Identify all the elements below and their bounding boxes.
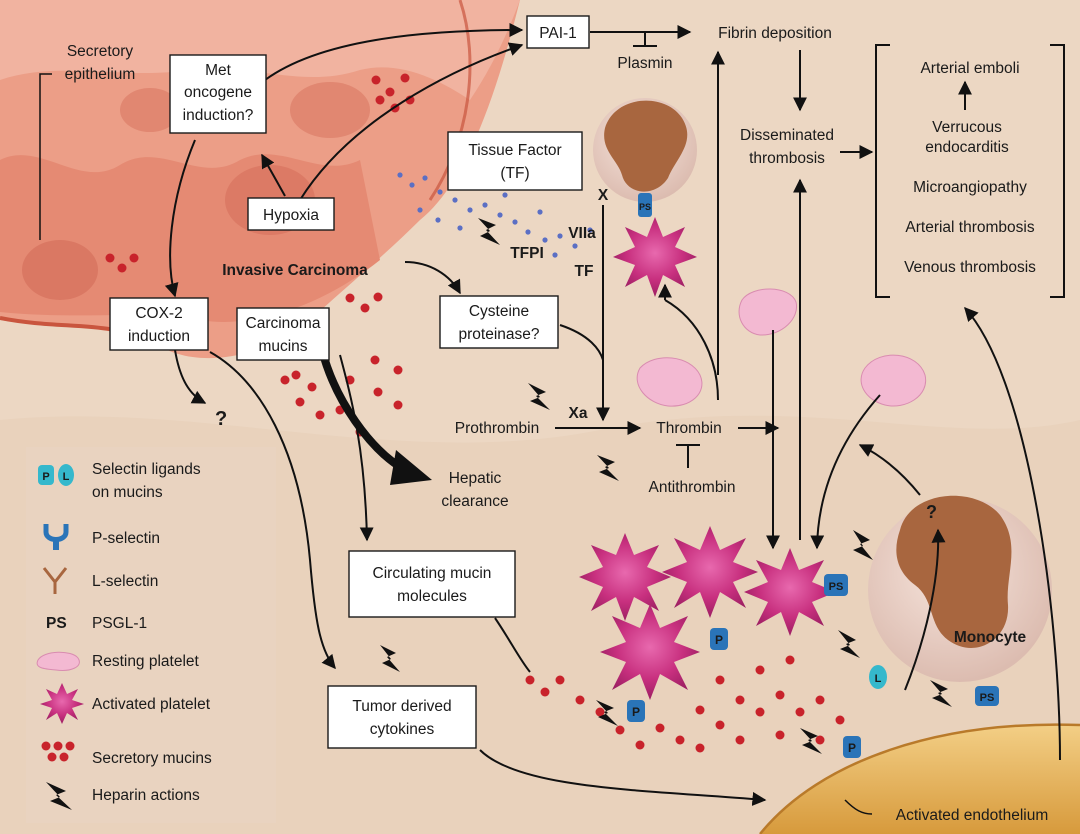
svg-text:PS: PS: [829, 581, 844, 593]
svg-text:P: P: [632, 705, 640, 719]
activated-platelets: [579, 217, 836, 700]
tfpi-label: TFPI: [510, 245, 544, 262]
svg-text:L: L: [63, 471, 70, 483]
activated-endothelium-shape: [760, 724, 1080, 834]
met-oncogene-box: Met oncogene induction?: [169, 54, 267, 134]
svg-text:Tumor derived: Tumor derived: [352, 698, 451, 715]
svg-text:Hypoxia: Hypoxia: [263, 207, 319, 224]
svg-text:induction?: induction?: [183, 107, 254, 124]
activated-endothelium-label: Activated endothelium: [844, 799, 1049, 824]
svg-text:(TF): (TF): [500, 165, 529, 182]
legend-label: Selectin ligands: [92, 461, 201, 478]
activated-platelet-icon: [40, 683, 84, 724]
svg-text:P: P: [715, 633, 723, 647]
l-selectin-icon: [42, 567, 68, 594]
unknown-outcome-mark: ?: [215, 408, 227, 430]
svg-text:molecules: molecules: [397, 588, 467, 605]
svg-text:clearance: clearance: [441, 493, 508, 510]
svg-text:epithelium: epithelium: [65, 66, 136, 83]
hepatic-clearance-label: Hepatic clearance: [441, 470, 508, 510]
svg-text:oncogene: oncogene: [184, 84, 252, 101]
tumor-cytokines-box: Tumor derived cytokines: [327, 685, 477, 749]
legend: P L Selectin ligands on mucins P-selecti…: [26, 447, 276, 823]
svg-text:P: P: [42, 471, 49, 483]
secretory-epithelium-label: Secretory epithelium: [39, 43, 136, 240]
outcomes-list: Arterial emboli Verrucous endocarditis M…: [904, 60, 1036, 276]
tf-label: TF: [575, 263, 594, 280]
outcome-item: Arterial thrombosis: [905, 219, 1034, 236]
outcome-item: endocarditis: [925, 139, 1009, 156]
carcinoma-mucins-box: Carcinoma mucins: [236, 307, 330, 361]
resting-platelet-icon: [36, 651, 80, 671]
tissue-factor-box: Tissue Factor (TF): [447, 131, 583, 191]
legend-label: Activated platelet: [92, 696, 211, 713]
svg-text:induction: induction: [128, 328, 190, 345]
legend-label: P-selectin: [92, 530, 160, 547]
svg-text:PAI-1: PAI-1: [539, 25, 577, 42]
invasive-carcinoma-label: Invasive Carcinoma: [222, 262, 368, 279]
selectin-ligand-icon: P L: [38, 464, 74, 486]
outcome-bracket: [875, 44, 1065, 298]
legend-label: L-selectin: [92, 573, 158, 590]
svg-text:proteinase?: proteinase?: [458, 326, 539, 343]
legend-label: Secretory mucins: [92, 750, 212, 767]
svg-text:Activated endothelium: Activated endothelium: [896, 807, 1049, 824]
pai1-box: PAI-1: [526, 15, 590, 49]
svg-text:Cysteine: Cysteine: [469, 303, 529, 320]
xa-label: Xa: [569, 405, 588, 422]
legend-label: Heparin actions: [92, 787, 200, 804]
psgl1-icon: PS: [46, 615, 67, 632]
svg-text:Carcinoma: Carcinoma: [246, 315, 321, 332]
svg-text:PS: PS: [639, 202, 651, 212]
outcome-item: Arterial emboli: [920, 60, 1019, 77]
outcome-item: Microangiopathy: [913, 179, 1027, 196]
outcome-item: Verrucous: [932, 119, 1002, 136]
fibrin-deposition-label: Fibrin deposition: [718, 25, 832, 42]
disseminated-thrombosis-label: Disseminated thrombosis: [740, 127, 834, 167]
cysteine-proteinase-box: Cysteine proteinase?: [439, 295, 559, 349]
hypoxia-box: Hypoxia: [247, 197, 335, 231]
outcome-item: Venous thrombosis: [904, 259, 1036, 276]
monocyte-cell: [868, 495, 1052, 682]
svg-text:P: P: [848, 741, 856, 755]
monocyte-question-mark: ?: [926, 502, 937, 522]
cox2-box: COX-2 induction: [109, 297, 209, 351]
legend-label: on mucins: [92, 484, 163, 501]
pathway-arrows: [164, 23, 1061, 806]
factor-x-label: X: [598, 187, 609, 204]
circulating-mucin-box: Circulating mucin molecules: [348, 550, 516, 618]
monocyte-label: Monocyte: [954, 629, 1027, 646]
svg-text:Secretory: Secretory: [67, 43, 134, 60]
p-selectin-icon: [43, 524, 69, 550]
thrombin-label: Thrombin: [656, 420, 721, 437]
secretory-mucins-dots: [105, 73, 845, 753]
svg-text:mucins: mucins: [258, 338, 307, 355]
viia-label: VIIa: [568, 225, 596, 242]
heparin-action-icon: [46, 782, 72, 810]
antithrombin-label: Antithrombin: [648, 479, 735, 496]
svg-text:L: L: [875, 673, 882, 685]
svg-text:cytokines: cytokines: [370, 721, 435, 738]
legend-label: Resting platelet: [92, 653, 200, 670]
heparin-bolts: [380, 218, 952, 754]
svg-text:COX-2: COX-2: [135, 305, 182, 322]
svg-text:Hepatic: Hepatic: [449, 470, 502, 487]
secretory-mucins-icon: [41, 741, 75, 762]
monocyte-top: [593, 98, 697, 202]
selectin-markers: P P P L PS PS PS: [627, 193, 999, 758]
svg-text:Met: Met: [205, 62, 232, 79]
svg-text:thrombosis: thrombosis: [749, 150, 825, 167]
svg-text:Tissue Factor: Tissue Factor: [468, 142, 561, 159]
resting-platelets: [636, 288, 927, 407]
legend-label: PSGL-1: [92, 615, 147, 632]
tf-dots: [397, 172, 593, 258]
svg-text:Disseminated: Disseminated: [740, 127, 834, 144]
svg-text:Circulating mucin: Circulating mucin: [373, 565, 492, 582]
prothrombin-label: Prothrombin: [455, 420, 539, 437]
svg-text:PS: PS: [980, 692, 995, 704]
plasmin-label: Plasmin: [617, 55, 672, 72]
